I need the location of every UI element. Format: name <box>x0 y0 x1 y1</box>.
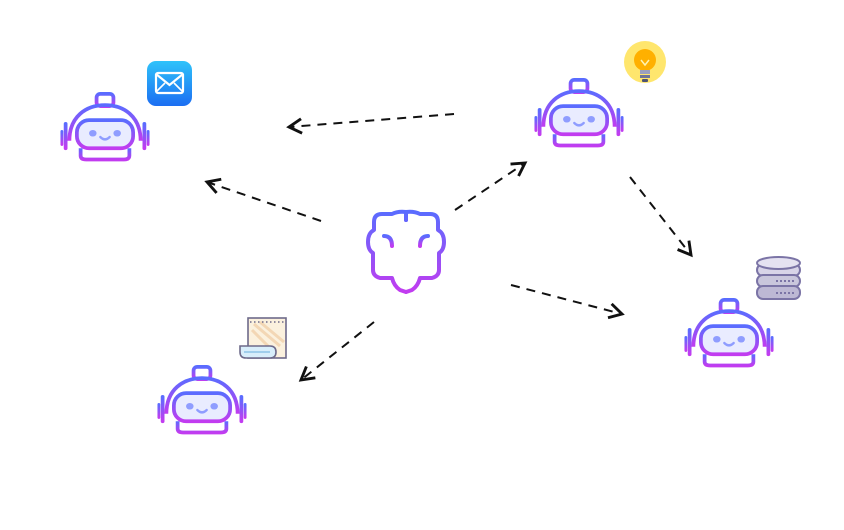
robot-icon <box>156 365 248 439</box>
robot-icon <box>683 298 775 372</box>
agent-1 <box>59 61 192 166</box>
scroll-icon <box>239 317 287 359</box>
connection-brain-to-agent2 <box>454 161 528 211</box>
mail-icon <box>147 61 192 106</box>
connection-agent2-to-agent1 <box>286 113 455 135</box>
connection-brain-to-agent1 <box>204 177 322 222</box>
database-icon <box>756 256 801 300</box>
agent-3 <box>683 256 801 372</box>
connections <box>204 113 693 382</box>
robot-icon <box>533 78 625 152</box>
connection-brain-to-agent4 <box>298 321 375 382</box>
connection-brain-to-agent3 <box>510 284 625 320</box>
connection-agent2-to-agent3 <box>629 176 693 258</box>
agent-2 <box>533 41 666 152</box>
brain-icon <box>366 209 446 294</box>
robot-icon <box>59 92 151 166</box>
lightbulb-icon <box>624 41 666 83</box>
agent-4 <box>156 317 287 439</box>
